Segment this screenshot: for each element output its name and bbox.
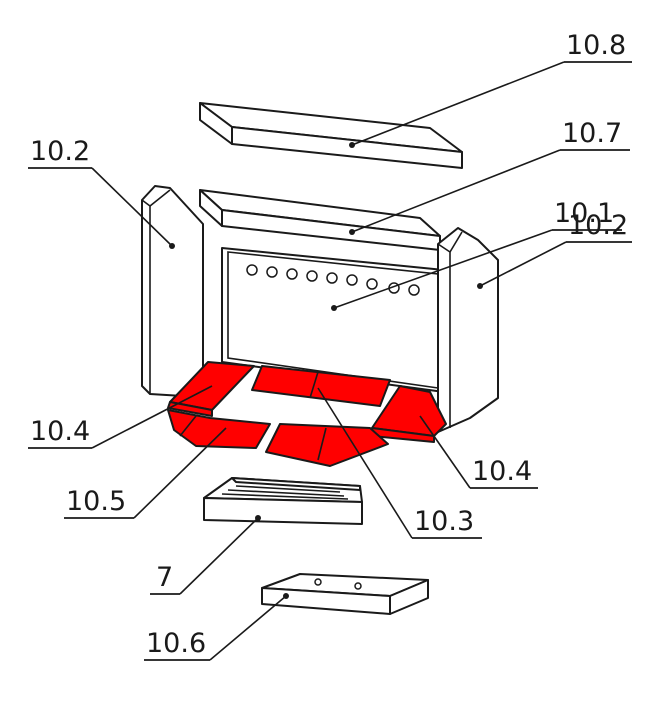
vent-hole [366, 278, 378, 290]
part-labels: 10.8 10.7 10.1 10.2 10.2 10.4 10.4 10.5 … [30, 30, 628, 659]
label-10-2-left: 10.2 [30, 136, 90, 167]
vent-hole [346, 274, 358, 286]
label-7: 7 [156, 562, 173, 593]
grate-tray-part [203, 477, 363, 525]
label-10-6: 10.6 [146, 628, 206, 659]
leader-lines [91, 61, 567, 661]
label-10-3: 10.3 [414, 506, 474, 537]
grate-slats [221, 485, 349, 500]
upper-deflector-part [199, 189, 441, 251]
top-cover-part [199, 102, 463, 169]
back-brick-part [221, 247, 445, 393]
base-plate-part [261, 573, 429, 615]
bolt-hole [354, 582, 362, 590]
label-10-8: 10.8 [566, 30, 626, 61]
label-10-1: 10.1 [554, 198, 614, 229]
vent-hole [266, 266, 278, 278]
front-left-floor-brick [167, 409, 271, 449]
label-10-4-right: 10.4 [472, 456, 532, 487]
label-underlines [28, 61, 632, 661]
vent-hole [306, 270, 318, 282]
front-middle-floor-brick [265, 423, 389, 467]
label-10-2-right: 10.2 [568, 210, 628, 241]
vent-hole [408, 284, 420, 296]
label-10-4-left: 10.4 [30, 416, 90, 447]
right-floor-brick [371, 385, 447, 437]
label-10-7: 10.7 [562, 118, 622, 149]
rear-floor-brick [251, 365, 391, 407]
vent-hole [246, 264, 258, 276]
right-side-brick-part [437, 227, 499, 433]
left-side-brick-part [141, 185, 204, 397]
vent-hole [286, 268, 298, 280]
bolt-hole [314, 578, 322, 586]
vent-hole [326, 272, 338, 284]
label-10-5: 10.5 [66, 486, 126, 517]
